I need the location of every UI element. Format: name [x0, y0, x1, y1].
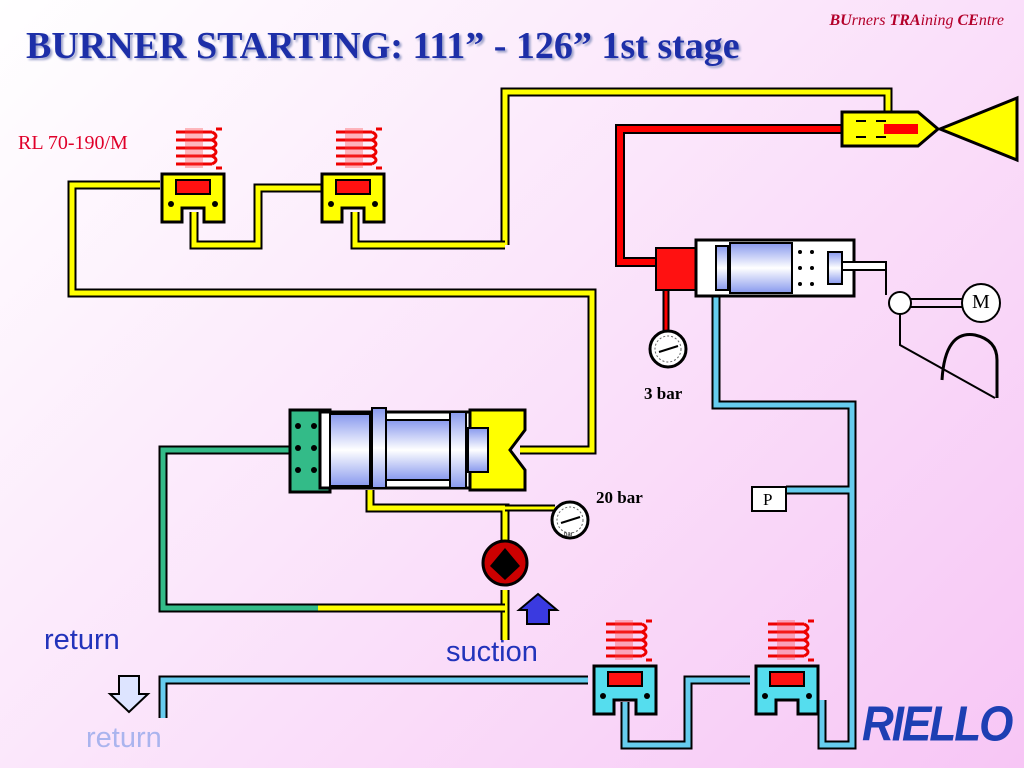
yellow-line-nozzle-feed	[500, 87, 893, 245]
model-label: RL 70-190/M	[18, 132, 128, 154]
pressure-regulator	[288, 407, 527, 494]
linkage-pivot	[888, 291, 912, 315]
suction-arrow-icon	[516, 592, 560, 625]
nozzle	[840, 110, 941, 148]
pressure-switch	[751, 486, 787, 512]
solenoid-valve-2	[320, 126, 386, 224]
motor-icon	[961, 283, 1001, 323]
page-title: BURNER STARTING: 111” - 126” 1st stage	[26, 25, 740, 67]
gauge-face-text: bar	[564, 532, 573, 538]
solenoid-valve-1	[160, 126, 226, 224]
air-damper-icon	[940, 333, 999, 398]
riello-logo: RIELLO	[862, 697, 1013, 752]
motor-label: M	[972, 291, 990, 313]
gauge-20bar-label: 20 bar	[596, 488, 643, 507]
suction-label: suction	[446, 636, 538, 668]
return-label-bottom: return	[86, 722, 162, 754]
return-label-top: return	[44, 624, 120, 656]
solenoid-valve-4	[754, 618, 820, 716]
solenoid-valve-3	[592, 618, 658, 716]
pressure-gauge-3bar	[648, 329, 688, 369]
pump-icon	[481, 539, 529, 587]
servo-cylinder	[655, 238, 887, 298]
pressure-gauge-20bar: bar	[550, 500, 590, 540]
training-centre-tag: BUrners TRAining CEntre	[829, 12, 1004, 29]
pressure-switch-label: P	[763, 490, 773, 509]
gauge-3bar-label: 3 bar	[644, 384, 683, 403]
spray-cone-icon	[935, 95, 1019, 163]
return-arrow-icon	[107, 675, 151, 714]
